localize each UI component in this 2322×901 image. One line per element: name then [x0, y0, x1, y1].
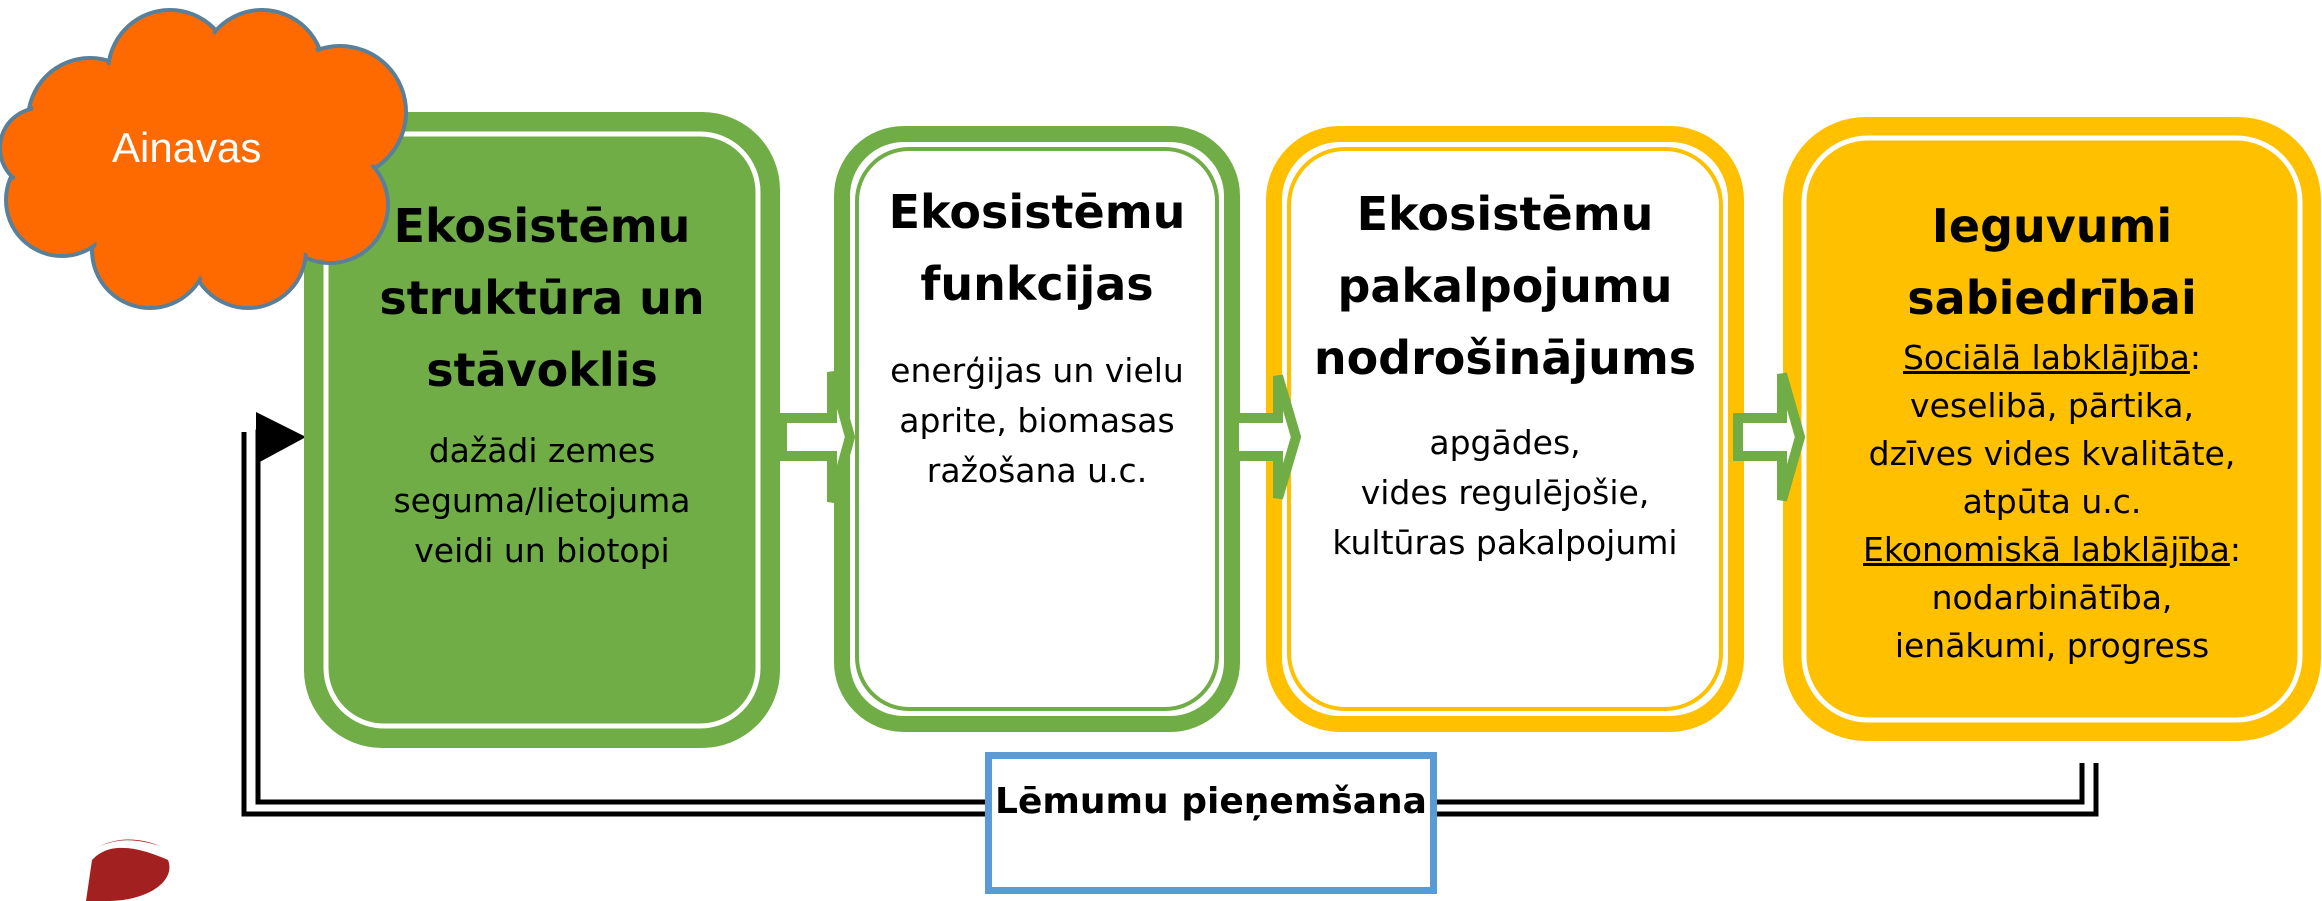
box-functions: Ekosistēmu funkcijas enerģijas un vielu …	[860, 176, 1214, 496]
box-benefits-frame	[1783, 117, 2321, 741]
box-benefits-social-line-2: dzīves vides kvalitāte,	[1868, 434, 2236, 473]
economic-colon: :	[2229, 530, 2241, 569]
box-functions-title-line-1: Ekosistēmu	[888, 185, 1186, 239]
box-structure-desc-line-2: seguma/lietojuma	[393, 481, 691, 520]
cloud-label-ainavas: Ainavas	[112, 124, 262, 171]
box-services-desc-line-2: vides regulējošie,	[1360, 473, 1650, 512]
box-benefits-social-heading: Sociālā labklājība:	[1808, 334, 2296, 382]
box-benefits-economic-line-1: nodarbinātība,	[1931, 578, 2173, 617]
box-services-desc-line-3: kultūras pakalpojumi	[1332, 523, 1678, 562]
box-benefits-title-line-1: Ieguvumi	[1931, 199, 2173, 253]
box-benefits-title-line-2: sabiedrībai	[1907, 271, 2197, 325]
box-functions-desc-line-2: aprite, biomasas	[899, 401, 1175, 440]
flow-arrow-1	[777, 370, 856, 504]
box-services-title-line-3: nodrošinājums	[1313, 331, 1697, 385]
box-structure-title-line-1: Ekosistēmu	[393, 199, 691, 253]
decision-making-box: Lēmumu pieņemšana	[985, 752, 1437, 894]
box-benefits-economic-heading: Ekonomiskā labklājība:	[1808, 526, 2296, 574]
box-services-desc-line-1: apgādes,	[1429, 423, 1581, 462]
economic-label: Ekonomiskā labklājība	[1863, 530, 2230, 569]
box-structure: Ekosistēmu struktūra un stāvoklis dažādi…	[330, 190, 754, 576]
social-colon: :	[2189, 338, 2202, 377]
box-functions-desc-line-1: enerģijas un vielu	[890, 351, 1184, 390]
box-services-title-line-1: Ekosistēmu	[1356, 187, 1654, 241]
box-functions-title-line-2: funkcijas	[920, 257, 1154, 311]
box-functions-desc-line-3: ražošana u.c.	[926, 451, 1148, 490]
flow-arrow-2	[1229, 374, 1302, 500]
box-benefits-social-line-3: atpūta u.c.	[1962, 482, 2142, 521]
box-structure-desc-line-3: veidi un biotopi	[414, 531, 670, 570]
box-benefits-social-line-1: veselibā, pārtika,	[1910, 386, 2194, 425]
logo-mark	[86, 839, 170, 901]
box-benefits: Ieguvumi sabiedrībai Sociālā labklājība:…	[1808, 190, 2296, 670]
flow-arrow-3	[1733, 372, 1806, 502]
box-structure-title-line-3: stāvoklis	[426, 343, 658, 397]
box-structure-title-line-2: struktūra un	[379, 271, 705, 325]
box-structure-desc-line-1: dažādi zemes	[428, 431, 656, 470]
social-label: Sociālā labklājība	[1902, 338, 2190, 377]
box-services-title-line-2: pakalpojumu	[1337, 259, 1673, 313]
box-benefits-economic-line-2: ienākumi, progress	[1894, 626, 2210, 665]
decision-making-label: Lēmumu pieņemšana	[995, 781, 1427, 822]
box-services: Ekosistēmu pakalpojumu nodrošinājums apg…	[1292, 178, 1718, 568]
feedback-arrowhead	[256, 412, 306, 464]
box-structure-frame	[304, 112, 780, 748]
feedback-loop-line	[241, 429, 2099, 817]
